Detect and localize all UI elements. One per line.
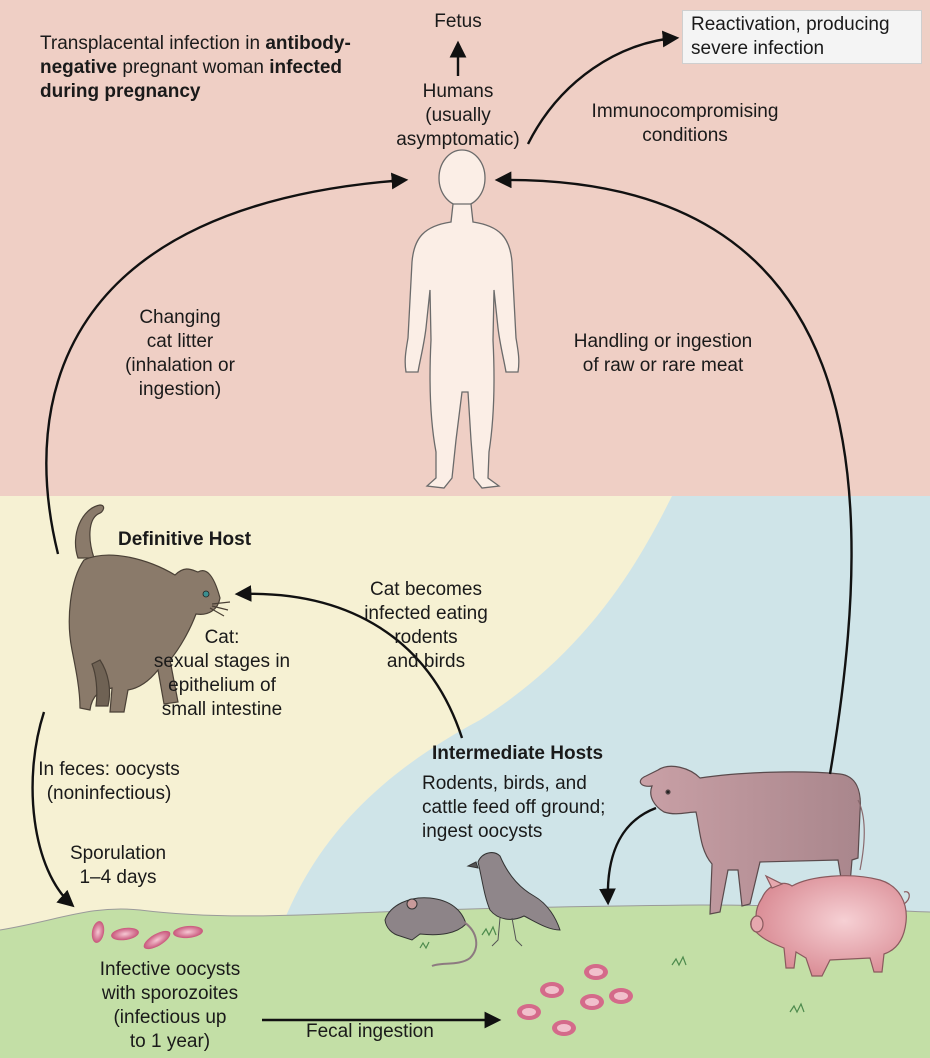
cat-litter-line-4: ingestion) — [100, 378, 260, 402]
oocyst — [517, 1004, 541, 1020]
feces-line-1: In feces: oocysts — [14, 758, 204, 782]
intermediate-line-3: ingest oocysts — [422, 820, 652, 844]
immuno-line-1: Immunocompromising — [560, 100, 810, 124]
oocyst — [584, 964, 608, 980]
feces-line-2: (noninfectious) — [14, 782, 204, 806]
immunocompromising-label: Immunocompromising conditions — [560, 100, 810, 148]
feces-label: In feces: oocysts (noninfectious) — [14, 758, 204, 806]
definitive-host-description: Cat: sexual stages in epithelium of smal… — [148, 626, 296, 722]
transplacental-bold-3: infected — [269, 57, 342, 78]
intermediate-line-2: cattle feed off ground; — [422, 796, 652, 820]
transplacental-bold-4: during pregnancy — [40, 80, 410, 104]
sporulation-line-1: Sporulation — [56, 842, 180, 866]
definitive-line-3: epithelium of — [148, 674, 296, 698]
reactivation-line-2: severe infection — [691, 37, 913, 61]
cat-litter-route-label: Changing cat litter (inhalation or inges… — [100, 306, 260, 402]
intermediate-hosts-title: Intermediate Hosts — [432, 742, 652, 766]
definitive-line-1: Cat: — [148, 626, 296, 650]
humans-line-3: asymptomatic) — [378, 128, 538, 152]
reactivation-line-1: Reactivation, producing — [691, 13, 913, 37]
infective-line-3: (infectious up — [70, 1006, 270, 1030]
cat-infected-line-2: infected eating — [326, 602, 526, 626]
transplacental-bold-1: antibody- — [265, 33, 351, 54]
oocyst — [552, 1020, 576, 1036]
infective-line-4: to 1 year) — [70, 1030, 270, 1054]
oocyst — [580, 994, 604, 1010]
immuno-line-2: conditions — [560, 124, 810, 148]
definitive-line-2: sexual stages in — [148, 650, 296, 674]
transplacental-text-1: Transplacental infection in — [40, 33, 265, 54]
humans-line-2: (usually — [378, 104, 538, 128]
meat-line-2: of raw or rare meat — [548, 354, 778, 378]
definitive-host-title: Definitive Host — [118, 528, 318, 552]
cat-infected-line-1: Cat becomes — [326, 578, 526, 602]
transplacental-infection-note: Transplacental infection in antibody- ne… — [40, 32, 410, 104]
intermediate-line-1: Rodents, birds, and — [422, 772, 652, 796]
cat-litter-line-3: (inhalation or — [100, 354, 260, 378]
cat-litter-line-1: Changing — [100, 306, 260, 330]
cat-infected-line-3: rodents — [326, 626, 526, 650]
fecal-ingestion-label: Fecal ingestion — [306, 1020, 486, 1044]
infective-line-1: Infective oocysts — [70, 958, 270, 982]
meat-route-label: Handling or ingestion of raw or rare mea… — [548, 330, 778, 378]
cat-litter-line-2: cat litter — [100, 330, 260, 354]
oocyst — [540, 982, 564, 998]
cat-infected-line-4: and birds — [326, 650, 526, 674]
oocyst — [609, 988, 633, 1004]
infective-line-2: with sporozoites — [70, 982, 270, 1006]
reactivation-box: Reactivation, producing severe infection — [682, 10, 922, 64]
transplacental-text-2: pregnant woman — [117, 57, 269, 78]
infective-oocysts-label: Infective oocysts with sporozoites (infe… — [70, 958, 270, 1054]
sporulation-label: Sporulation 1–4 days — [56, 842, 180, 890]
cat-infected-route-label: Cat becomes infected eating rodents and … — [326, 578, 526, 674]
definitive-line-4: small intestine — [148, 698, 296, 722]
meat-line-1: Handling or ingestion — [548, 330, 778, 354]
fetus-label: Fetus — [408, 10, 508, 34]
sporulation-line-2: 1–4 days — [56, 866, 180, 890]
transplacental-bold-2: negative — [40, 57, 117, 78]
intermediate-hosts-description: Rodents, birds, and cattle feed off grou… — [422, 772, 652, 844]
